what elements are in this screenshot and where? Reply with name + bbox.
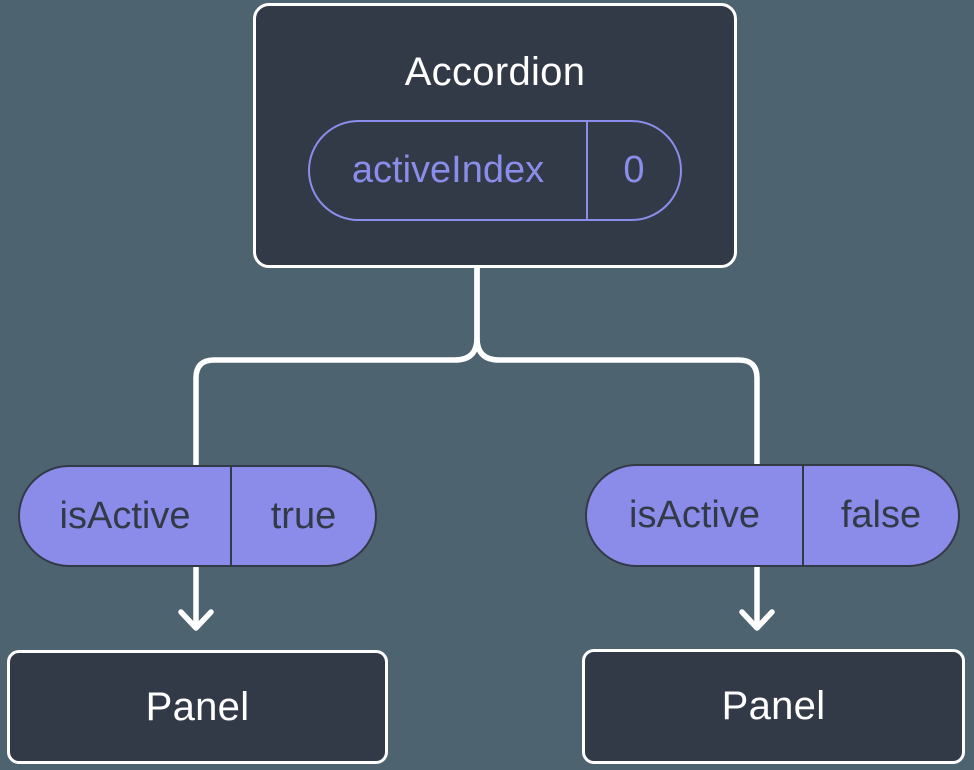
connector-branch-right — [474, 268, 760, 627]
arrow-down-icon — [739, 609, 775, 631]
accordion-node-title: Accordion — [404, 50, 586, 94]
state-value: true — [270, 494, 337, 537]
panel-node-second: Panel — [582, 649, 965, 764]
panel-node-first: Panel — [7, 650, 388, 764]
state-name: isActive — [587, 466, 804, 565]
accordion-node: Accordion activeIndex 0 — [253, 3, 737, 268]
is-active-state-pill-second: isActive false — [585, 464, 960, 567]
prop-value: 0 — [623, 149, 645, 191]
arrow-down-icon — [178, 609, 214, 631]
connector-branch-left — [193, 268, 480, 627]
state-name: isActive — [20, 467, 232, 565]
panel-node-title: Panel — [721, 684, 826, 728]
active-index-prop-pill: activeIndex 0 — [308, 120, 682, 221]
state-value: false — [840, 494, 922, 536]
is-active-state-pill-first: isActive true — [18, 465, 377, 567]
panel-node-title: Panel — [145, 684, 250, 729]
prop-name: activeIndex — [310, 122, 588, 219]
